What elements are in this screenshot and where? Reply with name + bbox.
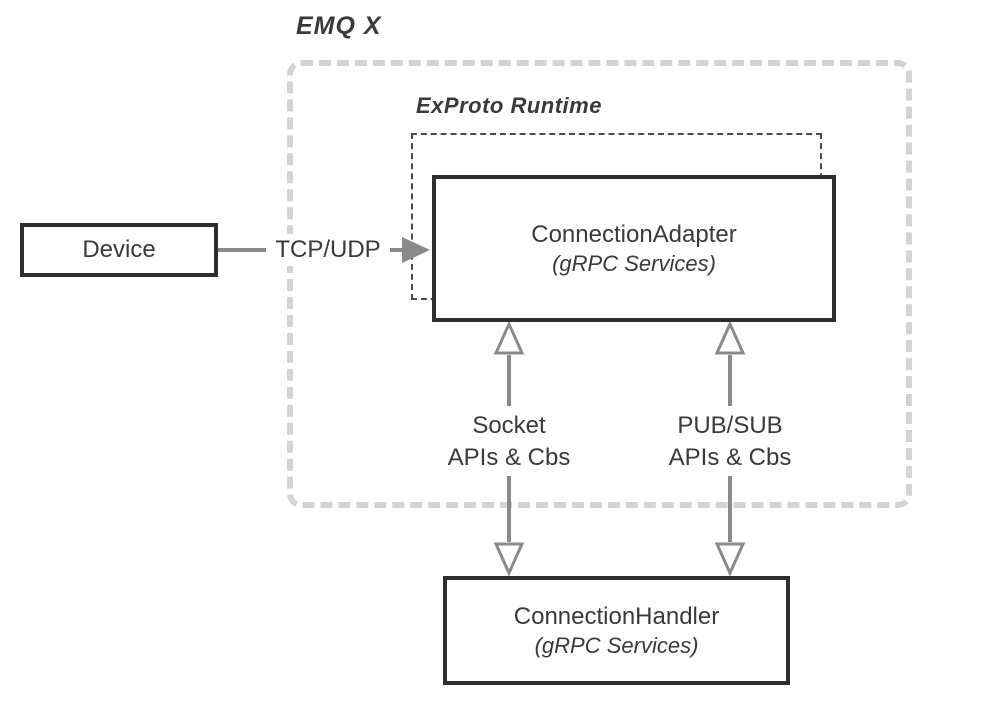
pubsub-edge-label-line2: APIs & Cbs: [668, 444, 792, 471]
pubsub-arrowhead-up-icon: [714, 320, 746, 355]
socket-edge-label: Socket APIs & Cbs: [429, 410, 589, 474]
connection-handler-node: ConnectionHandler (gRPC Services): [443, 576, 790, 685]
connection-adapter-sublabel: (gRPC Services): [552, 250, 716, 276]
pubsub-edge-label-line1: PUB/SUB: [677, 412, 783, 439]
emqx-boundary: [287, 60, 912, 508]
pubsub-edge-label: PUB/SUB APIs & Cbs: [650, 410, 810, 474]
socket-edge-label-line2: APIs & Cbs: [447, 444, 571, 471]
tcp-udp-arrowhead-right-icon: [402, 237, 430, 263]
tcp-udp-edge-label: TCP/UDP: [266, 234, 390, 266]
connection-handler-sublabel: (gRPC Services): [534, 632, 699, 658]
pubsub-arrowhead-down-icon: [714, 542, 746, 577]
device-node: Device: [20, 223, 218, 277]
connection-adapter-node: ConnectionAdapter (gRPC Services): [432, 175, 836, 322]
device-node-label: Device: [82, 236, 156, 264]
runtime-title: ExProto Runtime: [416, 93, 602, 118]
socket-arrowhead-up-icon: [493, 320, 525, 355]
diagram-title: EMQ X: [296, 12, 382, 40]
connection-adapter-label: ConnectionAdapter: [531, 220, 737, 248]
socket-edge-label-line1: Socket: [472, 412, 546, 439]
connection-handler-label: ConnectionHandler: [513, 602, 720, 630]
socket-arrowhead-down-icon: [493, 542, 525, 577]
